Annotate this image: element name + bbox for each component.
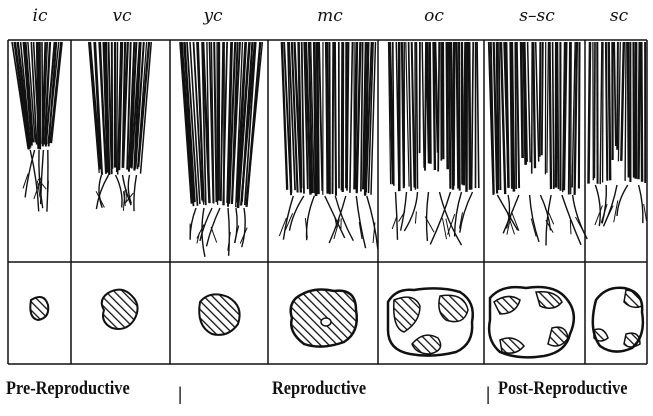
column-label-oc: oc	[399, 6, 469, 26]
column-label-s-sc: s–sc	[502, 6, 572, 26]
column-label-yc: yc	[178, 6, 248, 26]
column-label-ic: ic	[5, 6, 75, 26]
phase-label-post-reproductive: Post-Reproductive	[498, 378, 627, 400]
phase-separator: |	[178, 384, 182, 406]
grass-tussock	[389, 42, 479, 245]
cross-section-sc-lobe	[624, 290, 642, 307]
column-label-mc: mc	[295, 6, 365, 26]
cross-section-mc-centre	[321, 318, 331, 326]
column-label-vc: vc	[87, 6, 157, 26]
grass-tussock	[489, 42, 587, 246]
phase-separator: |	[486, 384, 490, 406]
phase-label-reproductive: Reproductive	[272, 378, 366, 400]
cross-section-vc	[102, 290, 138, 329]
grass-tussock	[279, 42, 378, 249]
cross-section-sc-lobe	[624, 333, 640, 347]
grass-tussock	[12, 42, 62, 212]
column-label-sc: sc	[584, 6, 653, 26]
cross-section-yc	[199, 294, 239, 334]
phase-label-pre-reproductive: Pre-Reproductive	[6, 378, 130, 400]
grass-tussock	[181, 42, 263, 257]
grass-tussock	[89, 42, 152, 211]
cross-section-ic	[30, 297, 48, 320]
grass-tussock	[589, 42, 647, 226]
